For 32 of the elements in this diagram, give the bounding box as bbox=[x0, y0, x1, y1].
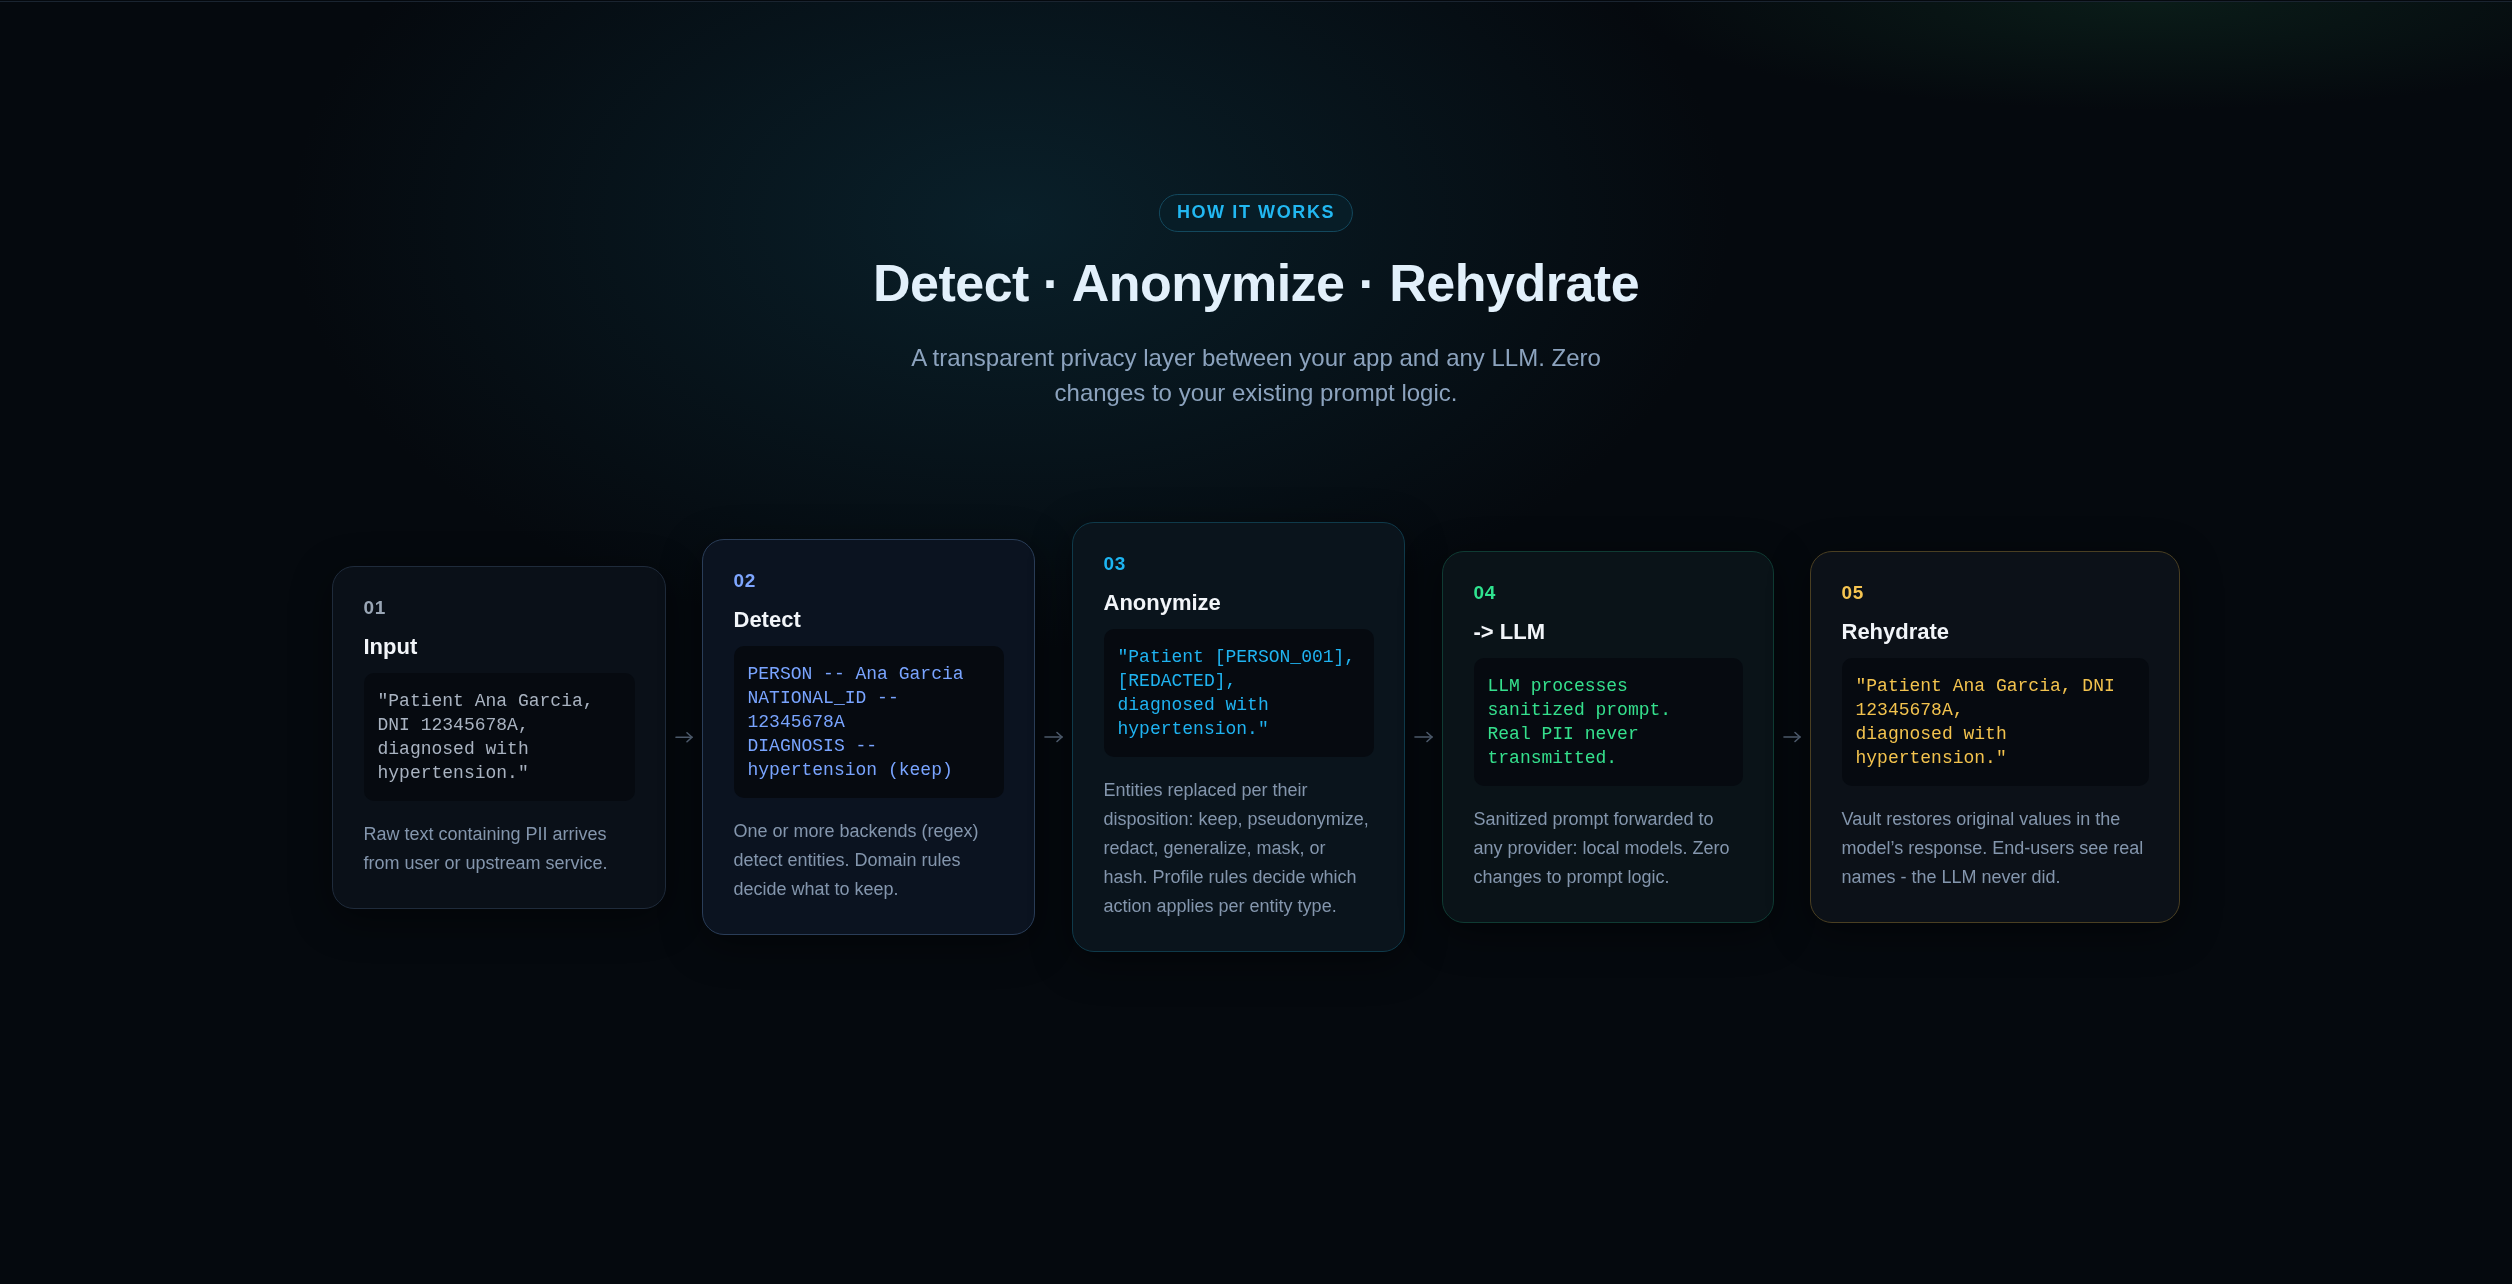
step-card bbox=[1072, 522, 1405, 952]
arrow bbox=[675, 731, 693, 743]
step-number: 05 bbox=[1841, 582, 1864, 604]
step-number: 04 bbox=[1473, 582, 1496, 604]
code-snippet: "Patient Ana Garcia, DNI 12345678A, diagnosed with hypertension." bbox=[1841, 658, 2149, 786]
page-title: Detect · Anonymize · Rehydrate bbox=[872, 253, 1640, 314]
step-title: Input bbox=[363, 633, 418, 661]
step-description: Raw text containing PII arrives from user or upstream service. bbox=[363, 823, 609, 875]
subtitle: A transparent privacy layer between your app and any LLM. Zero changes to your existing prompt logic. bbox=[910, 343, 1602, 408]
step-number: 01 bbox=[363, 597, 386, 619]
step-description: Vault restores original values in the model’s response. End-users see real names - the LLM never did. bbox=[1841, 808, 2145, 889]
eyebrow-badge: HOW IT WORKS bbox=[1158, 194, 1354, 232]
step-description: One or more backends (regex) detect entities. Domain rules decide what to keep. bbox=[733, 820, 980, 901]
step-description: Entities replaced per their disposition: keep, pseudonymize, redact, generalize, mask, or hash. Profile rules decide which action applies per entity type. bbox=[1103, 779, 1370, 918]
code-snippet: LLM processes sanitized prompt. Real PII never transmitted. bbox=[1473, 658, 1743, 786]
step-card bbox=[1810, 551, 2180, 923]
step-description: Sanitized prompt forwarded to any provider: local models. Zero changes to prompt logic. bbox=[1473, 808, 1731, 889]
step-title: Anonymize bbox=[1103, 589, 1221, 617]
step-title: Detect bbox=[733, 606, 801, 634]
step-title: -> LLM bbox=[1473, 618, 1545, 646]
step-card bbox=[702, 539, 1035, 935]
code-snippet: "Patient [PERSON_001], [REDACTED], diagnosed with hypertension." bbox=[1103, 629, 1374, 757]
step-number: 03 bbox=[1103, 553, 1126, 575]
arrow bbox=[1044, 731, 1063, 743]
step-card bbox=[332, 566, 666, 909]
code-snippet: "Patient Ana Garcia, DNI 12345678A, diagnosed with hypertension." bbox=[363, 673, 635, 801]
arrow bbox=[1783, 731, 1801, 743]
step-title: Rehydrate bbox=[1841, 618, 1950, 646]
code-snippet: PERSON -- Ana Garcia NATIONAL_ID -- 12345678A DIAGNOSIS -- hypertension (keep) bbox=[733, 646, 1004, 798]
arrow bbox=[1414, 731, 1433, 743]
step-number: 02 bbox=[733, 570, 756, 592]
step-card bbox=[1442, 551, 1774, 923]
